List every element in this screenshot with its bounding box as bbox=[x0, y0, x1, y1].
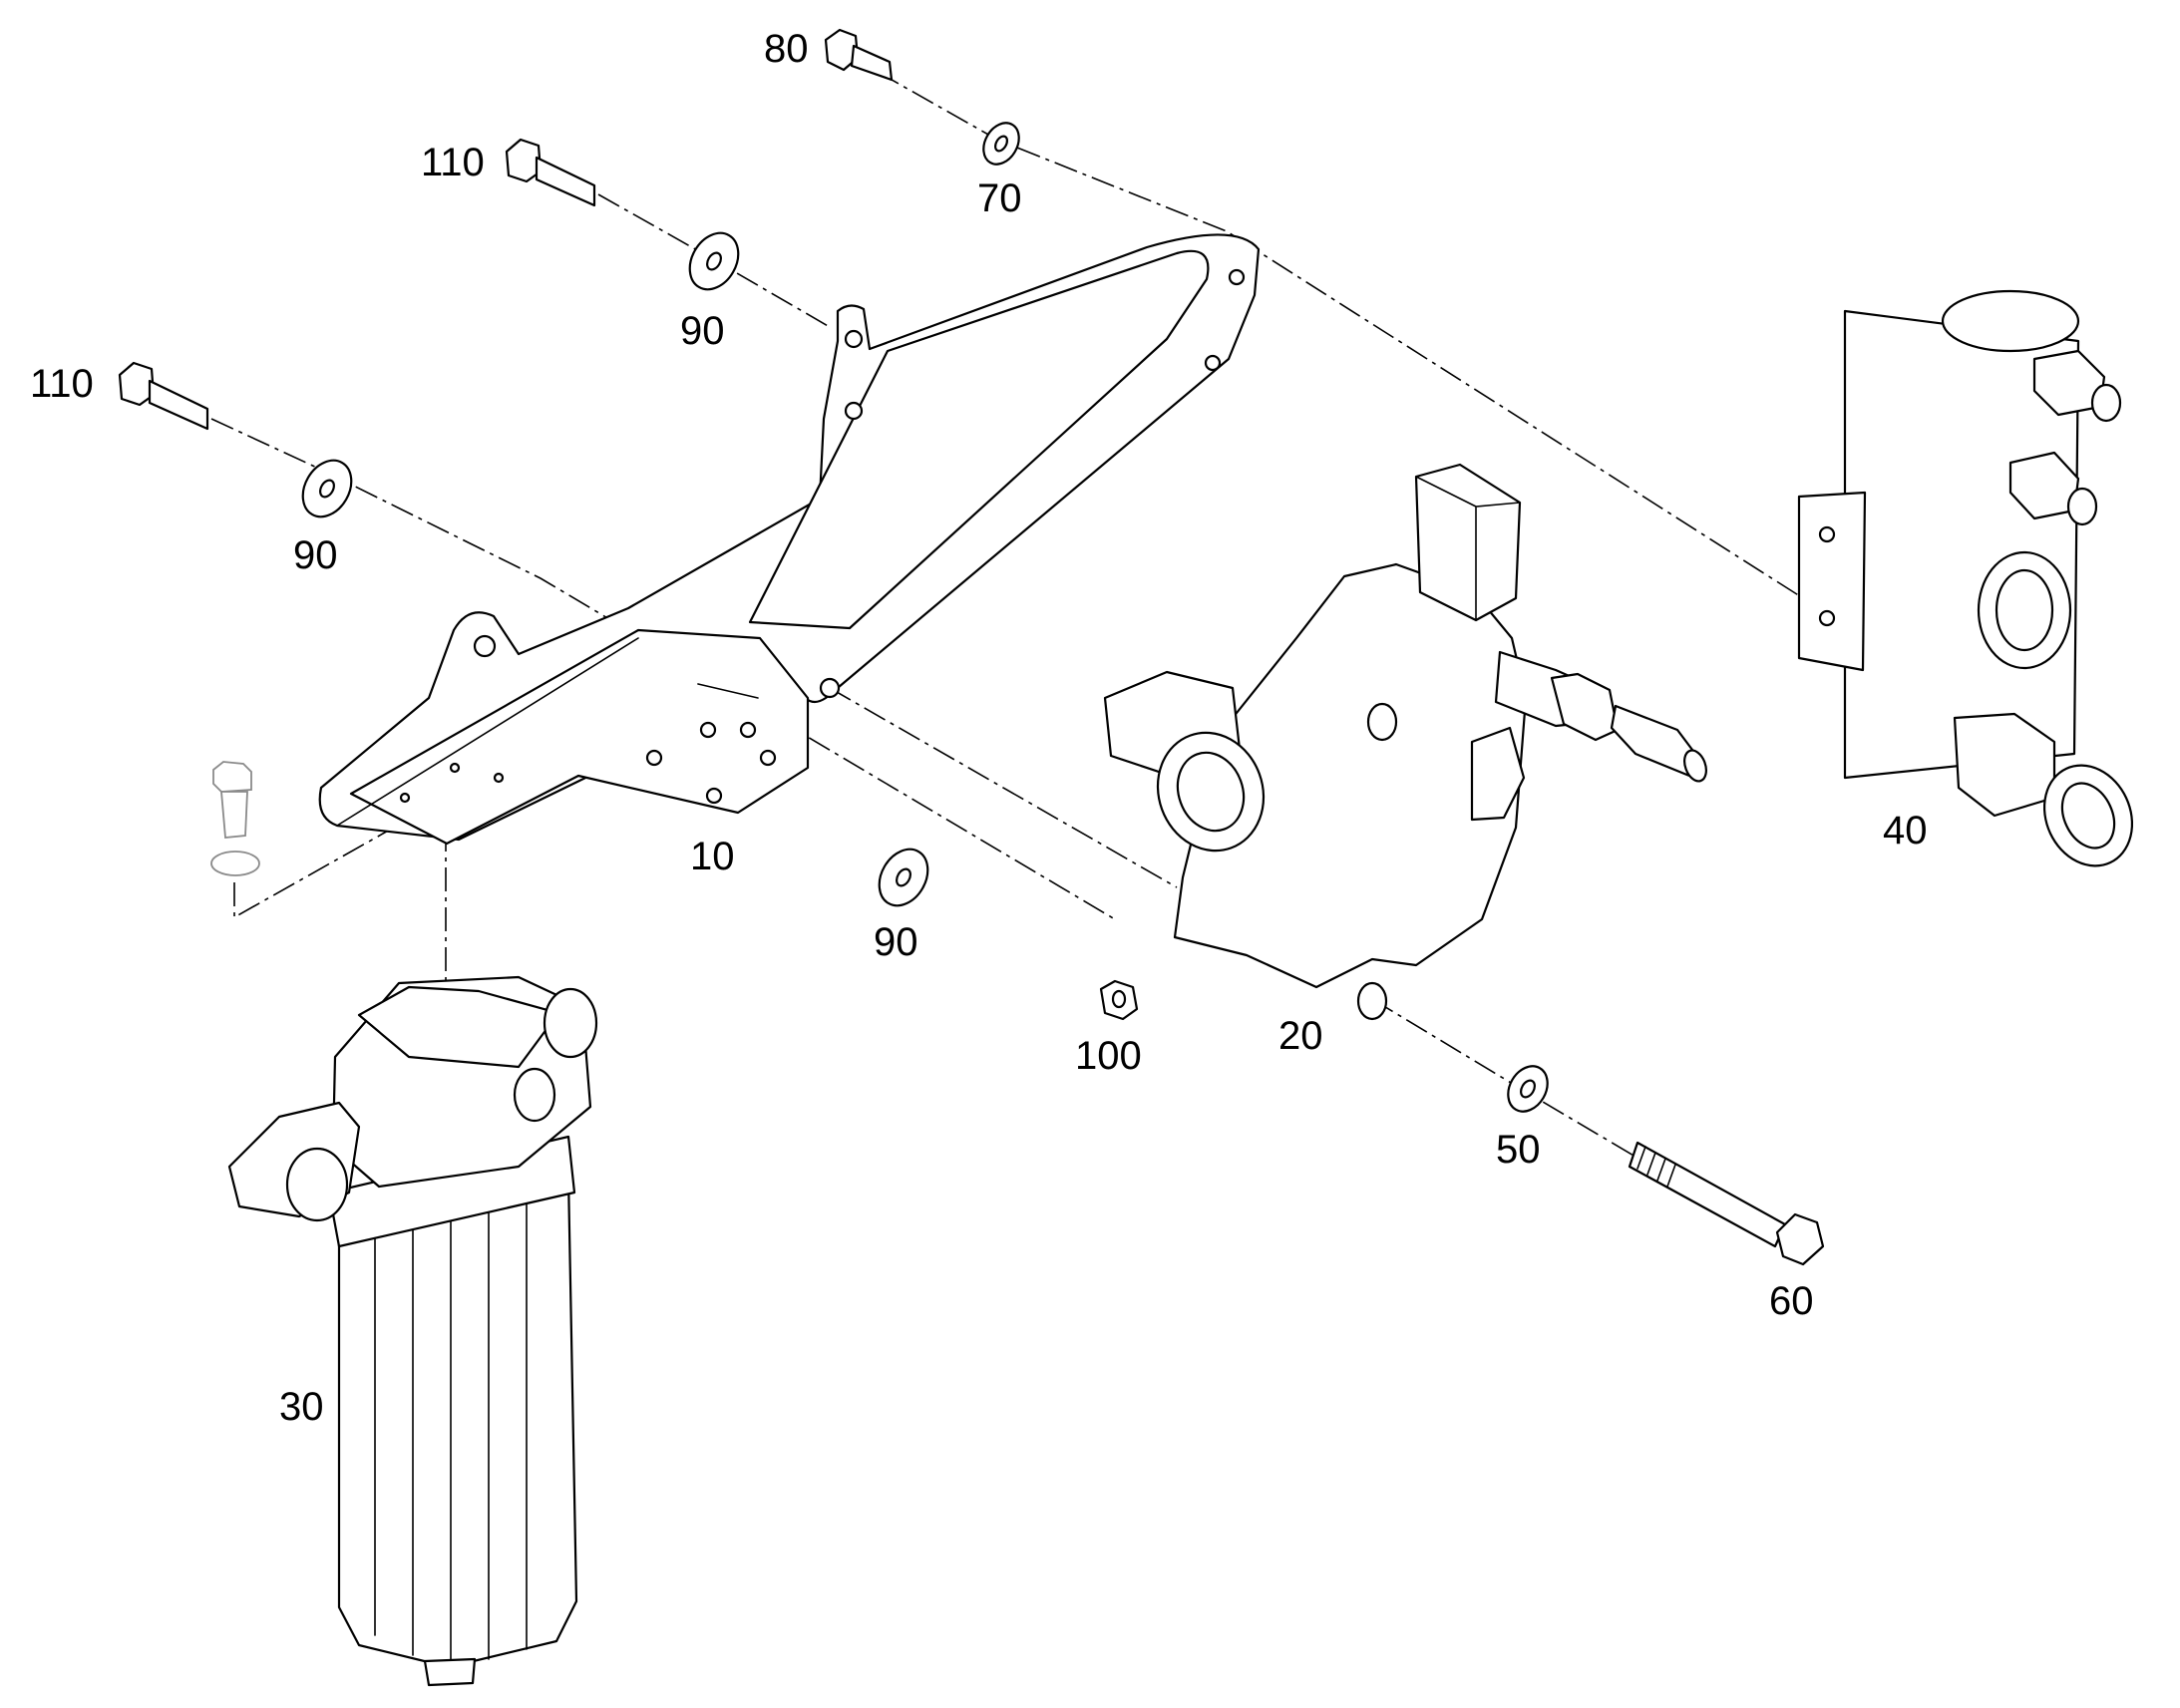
callout-10: 10 bbox=[690, 835, 735, 878]
callout-30: 30 bbox=[279, 1385, 324, 1429]
leader-left-bolt bbox=[233, 815, 416, 919]
filter-ribs bbox=[374, 1199, 528, 1664]
manifold-top-cap bbox=[1941, 289, 2080, 353]
nut-100-hole bbox=[1111, 989, 1127, 1009]
manifold-port-3-inner bbox=[1995, 568, 2054, 652]
callout-90-upper: 90 bbox=[680, 309, 725, 353]
bolt-60-head bbox=[1775, 1212, 1825, 1266]
bracket-hole-1 bbox=[844, 329, 864, 349]
bracket-hole-5 bbox=[819, 677, 841, 699]
bracket-plate bbox=[349, 628, 810, 846]
washer-part-70 bbox=[982, 122, 1020, 166]
washer-part-90-left bbox=[301, 459, 353, 518]
manifold-port-4-inner bbox=[2060, 782, 2116, 850]
callout-110-lower: 110 bbox=[30, 362, 94, 406]
callout-110-upper: 110 bbox=[421, 141, 485, 184]
bracket-hole-13 bbox=[493, 772, 505, 784]
bracket-hole-11 bbox=[705, 787, 723, 805]
filter-drain-plug bbox=[423, 1657, 477, 1687]
bolt-left-ghost-washer bbox=[210, 851, 260, 876]
bolt-part-110-lower bbox=[118, 361, 209, 431]
bolt-part-110-upper bbox=[505, 138, 596, 207]
washer-90-left-inner bbox=[319, 479, 335, 499]
bracket-hole-14 bbox=[399, 792, 411, 804]
washer-50-inner bbox=[1520, 1079, 1536, 1099]
manifold-fitting-2-cap bbox=[2066, 487, 2098, 526]
callout-90-lower: 90 bbox=[874, 920, 918, 964]
manifold-flange-hole-1 bbox=[1818, 525, 1836, 543]
washer-part-90-upper bbox=[688, 231, 740, 291]
bracket-hole-10 bbox=[759, 749, 777, 767]
bolt-part-80 bbox=[824, 28, 894, 82]
manifold-flange-hole-2 bbox=[1818, 609, 1836, 627]
bracket-hole-9 bbox=[645, 749, 663, 767]
bolt-80-shank bbox=[850, 44, 894, 82]
valve-fitting-hex bbox=[1550, 672, 1620, 742]
valve-top-cylinder-edge bbox=[1415, 476, 1521, 621]
valve-fitting-end bbox=[1610, 704, 1697, 778]
washer-70-inner bbox=[994, 135, 1008, 153]
bracket-hole-6 bbox=[473, 634, 497, 658]
leader-bracket-20 bbox=[829, 687, 1178, 888]
filter-part-30 bbox=[227, 975, 598, 1687]
washer-90-upper-inner bbox=[706, 251, 722, 271]
washer-part-90-lower bbox=[878, 848, 929, 907]
bracket-hole-3 bbox=[1228, 268, 1246, 286]
bracket-hole-4 bbox=[1204, 354, 1222, 372]
valve-bore-upper bbox=[1366, 702, 1398, 742]
filter-outlet-port bbox=[543, 987, 598, 1059]
leader-80-70-40 bbox=[877, 71, 1801, 597]
valve-bore-lower bbox=[1356, 981, 1388, 1021]
bracket-cutout bbox=[748, 249, 1210, 630]
valve-right-boss bbox=[1470, 726, 1526, 822]
filter-housing bbox=[337, 1175, 578, 1669]
bolt-left-ghost-head bbox=[212, 761, 252, 793]
bracket-hole-2 bbox=[844, 401, 864, 421]
valve-port-left-inner bbox=[1176, 751, 1246, 833]
bracket-plate-edge bbox=[336, 637, 759, 827]
valve-part-20 bbox=[1103, 463, 1707, 1021]
bracket-hole-7 bbox=[699, 721, 717, 739]
washer-part-50 bbox=[1507, 1065, 1549, 1113]
callout-60: 60 bbox=[1769, 1279, 1814, 1323]
valve-fitting-tip bbox=[1683, 749, 1707, 783]
bolt-60-shank bbox=[1628, 1141, 1787, 1248]
callout-100: 100 bbox=[1075, 1034, 1142, 1078]
filter-inlet-port bbox=[285, 1147, 349, 1222]
callout-20: 20 bbox=[1278, 1014, 1323, 1058]
bolt-part-60 bbox=[1628, 1141, 1825, 1266]
nut-part-100 bbox=[1099, 979, 1139, 1021]
callout-80: 80 bbox=[764, 27, 809, 71]
callout-50: 50 bbox=[1496, 1128, 1541, 1172]
leader-110-lower bbox=[210, 418, 1116, 920]
bolt-110-upper-shank bbox=[535, 156, 596, 207]
bracket-hole-8 bbox=[739, 721, 757, 739]
callout-90-left: 90 bbox=[293, 533, 338, 577]
washer-90-lower-inner bbox=[896, 867, 911, 887]
callout-labels: 80 70 110 90 110 90 10 90 100 20 50 60 4… bbox=[30, 27, 1928, 1429]
callout-70: 70 bbox=[977, 176, 1022, 220]
valve-top-cylinder bbox=[1414, 463, 1522, 622]
manifold-fitting-1-cap bbox=[2090, 383, 2122, 423]
filter-head-bore bbox=[513, 1067, 556, 1123]
bolt-left-ghost bbox=[210, 761, 260, 876]
bracket-hole-12 bbox=[449, 762, 461, 774]
manifold-flange bbox=[1797, 491, 1867, 672]
bolt-60-thread bbox=[1636, 1146, 1676, 1188]
manifold-part-40 bbox=[1797, 289, 2134, 867]
bolt-110-lower-shank bbox=[148, 379, 209, 431]
callout-40: 40 bbox=[1883, 809, 1928, 853]
bolt-left-ghost-shank bbox=[220, 791, 248, 839]
bracket-part-10 bbox=[318, 233, 1261, 846]
